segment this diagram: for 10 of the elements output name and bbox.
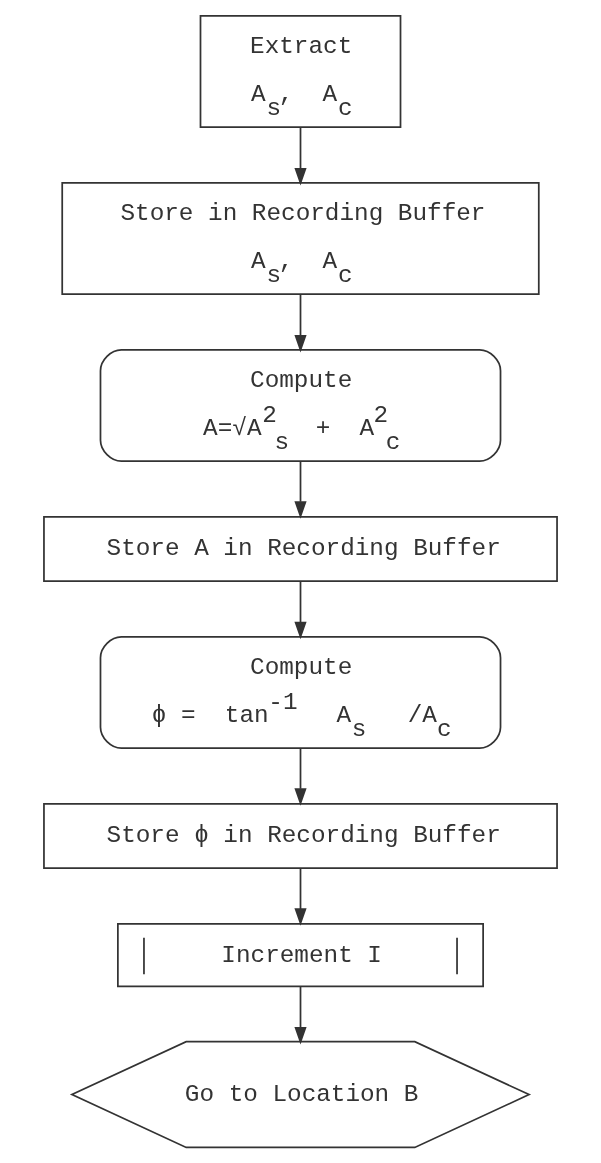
arrow xyxy=(294,460,307,519)
arrow xyxy=(294,293,307,353)
arrow xyxy=(294,580,307,640)
node-box: Store ϕ in Recording Buffer xyxy=(43,802,558,869)
arrow xyxy=(294,747,307,806)
arrow xyxy=(294,126,307,186)
arrow xyxy=(294,867,307,926)
node-box: Increment I xyxy=(117,922,484,988)
arrow xyxy=(294,986,307,1045)
node-box: Store A in Recording Buffer xyxy=(43,515,558,582)
